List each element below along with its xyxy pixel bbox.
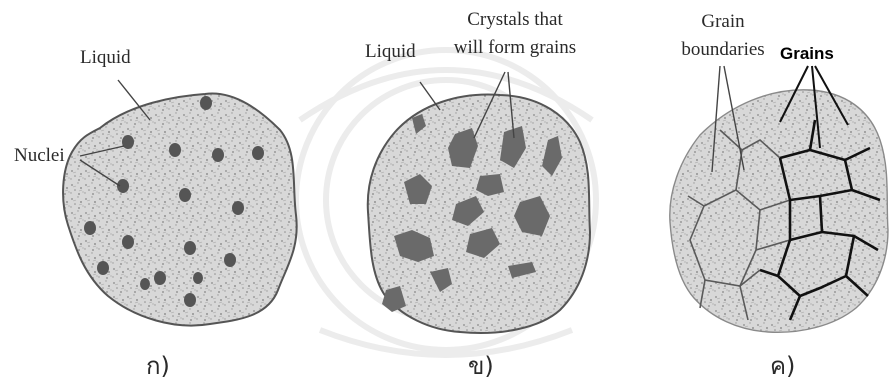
label-grain-boundaries-line2: boundaries [668, 40, 778, 59]
nucleus [97, 261, 109, 275]
label-liquid-a: Liquid [80, 48, 131, 67]
panel-a-liquid-body [63, 94, 297, 326]
caption-a: ก) [146, 346, 170, 383]
label-crystals-line1: Crystals that [440, 10, 590, 29]
caption-c: ค) [770, 346, 795, 383]
nucleus [224, 253, 236, 267]
label-crystals-line2: will form grains [440, 38, 590, 57]
nucleus [179, 188, 191, 202]
nucleus [122, 235, 134, 249]
label-grains: Grains [780, 44, 834, 63]
nucleus [84, 221, 96, 235]
nucleus [140, 278, 150, 290]
nucleus [122, 135, 134, 149]
nucleus [184, 293, 196, 307]
caption-b: ข) [468, 346, 494, 383]
nucleus [252, 146, 264, 160]
nucleus [154, 271, 166, 285]
nucleus [184, 241, 196, 255]
nucleus [232, 201, 244, 215]
nucleus [212, 148, 224, 162]
nucleus [200, 96, 212, 110]
label-grain-boundaries-line1: Grain [668, 12, 778, 31]
nucleus [193, 272, 203, 284]
label-liquid-b: Liquid [365, 42, 416, 61]
nucleus [169, 143, 181, 157]
label-nuclei: Nuclei [14, 146, 65, 165]
